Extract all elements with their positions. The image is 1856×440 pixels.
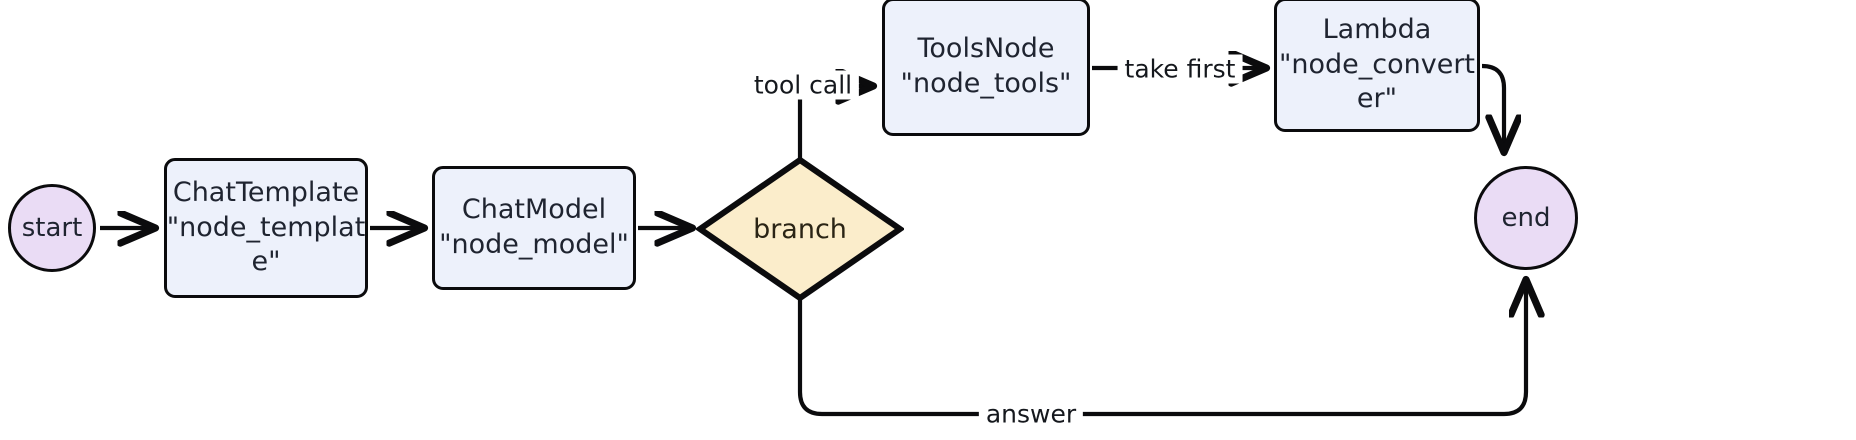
edge-label-answer: answer bbox=[978, 399, 1084, 429]
node-chat-template-line2: "node_templat bbox=[166, 211, 366, 243]
edge-converter-end bbox=[1481, 63, 1504, 150]
edge-branch-end bbox=[797, 282, 1526, 417]
node-branch-label: branch bbox=[753, 213, 847, 245]
node-chat-template-line3: e" bbox=[251, 246, 281, 278]
node-tools[interactable]: ToolsNode "node_tools" bbox=[882, 0, 1090, 136]
node-converter-line1: Lambda bbox=[1322, 14, 1432, 46]
node-chat-model-line1: ChatModel bbox=[461, 194, 607, 226]
node-converter-line3: er" bbox=[1356, 83, 1398, 115]
branch-diamond-shape bbox=[694, 156, 906, 302]
node-chat-model[interactable]: ChatModel "node_model" bbox=[432, 166, 636, 290]
node-start[interactable]: start bbox=[8, 184, 96, 272]
node-start-label: start bbox=[21, 213, 83, 243]
node-tools-line1: ToolsNode bbox=[917, 33, 1055, 65]
edge-label-tool-call: tool call bbox=[746, 70, 860, 100]
node-converter[interactable]: Lambda "node_convert er" bbox=[1274, 0, 1480, 132]
node-end-label: end bbox=[1501, 203, 1551, 233]
node-chat-template[interactable]: ChatTemplate "node_templat e" bbox=[164, 158, 368, 298]
node-branch[interactable]: branch bbox=[694, 156, 906, 302]
node-chat-model-line2: "node_model" bbox=[439, 229, 629, 260]
edge-label-take-first: take first bbox=[1117, 54, 1243, 84]
node-end[interactable]: end bbox=[1474, 166, 1578, 270]
node-converter-line2: "node_convert bbox=[1278, 48, 1476, 80]
node-chat-template-line1: ChatTemplate bbox=[172, 177, 360, 209]
node-tools-line2: "node_tools" bbox=[900, 68, 1072, 99]
